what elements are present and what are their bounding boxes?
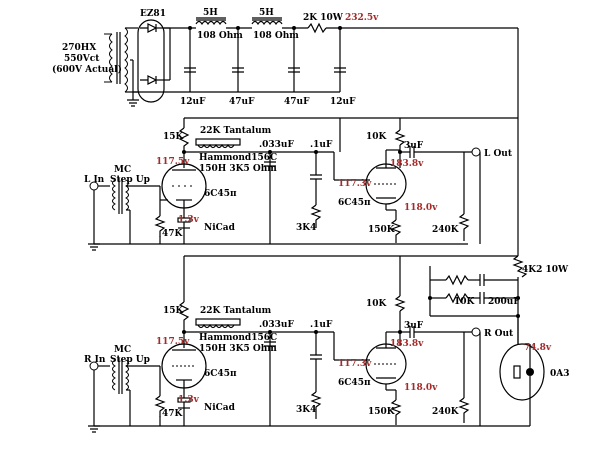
l-cathode-v: 1.3v — [178, 215, 200, 225]
r-nicad: NiCad — [204, 403, 236, 413]
l-v2-cathode: 118.0v — [404, 203, 438, 213]
l-choke-spec: 150H 3K5 Ohm — [199, 164, 277, 174]
l-10k: 10K — [366, 132, 388, 142]
r-grid2-res: 3K4 — [296, 405, 316, 415]
choke1-res: 108 Ohm — [197, 31, 243, 41]
l-v1-plate: 117.5v — [156, 157, 190, 167]
l-v2-plate: 183.8v — [390, 159, 424, 169]
b-plus-voltage: 232.5v — [345, 13, 379, 23]
l-stepup: Step Up — [110, 175, 150, 185]
r-10k: 10K — [366, 299, 388, 309]
l-out-cap: 3uF — [404, 141, 424, 151]
r-input: R In — [84, 355, 106, 365]
right-channel — [88, 255, 530, 433]
l-grid2-res: 3K4 — [296, 223, 316, 233]
shunt-regulator — [428, 118, 545, 426]
r-cap1: .033uF — [259, 320, 294, 330]
r-tube2: 6C45π — [338, 378, 371, 388]
l-mc: MC — [114, 165, 131, 175]
r-plate-res: 15K — [163, 306, 185, 316]
l-plate-res: 15K — [163, 132, 185, 142]
r-load-res: 240K — [432, 407, 460, 417]
left-channel — [88, 117, 518, 251]
dropper-label: 2K 10W — [303, 13, 344, 23]
reg-dropper: 4K2 10W — [522, 265, 569, 275]
cap1-label: 12uF — [180, 97, 206, 107]
rectifier-tube — [137, 19, 171, 103]
r-cathode-v: 1.3v — [178, 395, 200, 405]
choke2-label: 5H — [259, 8, 274, 18]
r-v2-plate: 183.8v — [390, 339, 424, 349]
r-v2-cathode: 118.0v — [404, 383, 438, 393]
reg-cap: 200uF — [488, 297, 520, 307]
rectifier-label: EZ81 — [140, 9, 166, 19]
l-v2-grid: 117.3v — [338, 179, 372, 189]
r-v2-grid: 117.3v — [338, 359, 372, 369]
l-load-res: 240K — [432, 225, 460, 235]
l-output: L Out — [484, 149, 513, 159]
l-tube2: 6C45π — [338, 198, 371, 208]
l-choke: Hammond156C — [199, 153, 277, 163]
r-grid-res: 47K — [162, 409, 184, 419]
cap2-label: 47uF — [229, 97, 255, 107]
transformer-actual: (600V Actual) — [52, 64, 122, 75]
l-cath-res: 150K — [368, 225, 396, 235]
l-cap2: .1uF — [310, 140, 333, 150]
l-nicad: NiCad — [204, 223, 236, 233]
r-cath-res: 150K — [368, 407, 396, 417]
l-cap1: .033uF — [259, 140, 294, 150]
r-output: R Out — [484, 329, 514, 339]
transformer-label: 270HX — [62, 43, 96, 53]
choke2-res: 108 Ohm — [253, 31, 299, 41]
l-tube1: 6C45π — [204, 189, 237, 199]
l-grid-res: 47K — [162, 229, 184, 239]
cap3-label: 47uF — [284, 97, 310, 107]
reg-voltage: 74.8v — [524, 343, 552, 353]
r-cap2: .1uF — [310, 320, 333, 330]
reg-10k: 10K — [454, 297, 476, 307]
r-tube1: 6C45π — [204, 369, 237, 379]
r-choke: Hammond156C — [199, 333, 277, 343]
cap4-label: 12uF — [330, 97, 356, 107]
reg-tube: 0A3 — [550, 369, 570, 379]
l-tantalum: 22K Tantalum — [200, 126, 272, 136]
power-transformer — [104, 27, 139, 107]
l-input: L In — [84, 175, 105, 185]
r-choke-spec: 150H 3K5 Ohm — [199, 344, 277, 354]
r-out-cap: 3uF — [404, 321, 424, 331]
choke1-label: 5H — [203, 8, 218, 18]
r-stepup: Step Up — [110, 355, 150, 365]
transformer-rating: 550Vct — [64, 54, 100, 64]
psu-rail — [133, 17, 519, 118]
r-v1-plate: 117.5v — [156, 337, 190, 347]
r-mc: MC — [114, 345, 131, 355]
r-tantalum: 22K Tantalum — [200, 306, 272, 316]
